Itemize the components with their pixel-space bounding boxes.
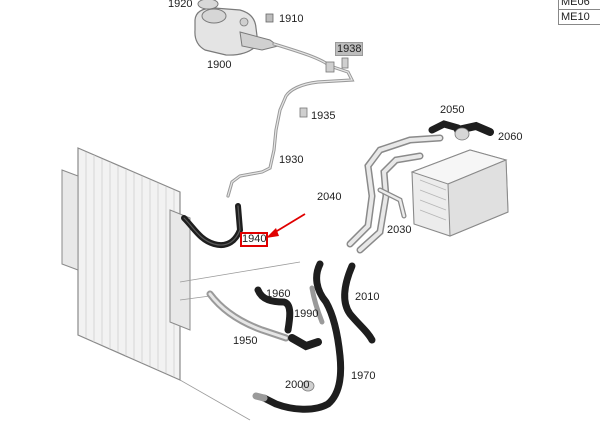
hose-1940 [181, 203, 244, 248]
highlight-box [240, 232, 268, 247]
label-1938: 1938 [335, 42, 364, 56]
label-1935: 1935 [311, 110, 335, 122]
label-1990: 1990 [294, 308, 318, 320]
radiator [61, 147, 191, 381]
label-1970: 1970 [351, 370, 375, 382]
label-1940: 1940 [242, 233, 267, 245]
hose-2010 [341, 262, 376, 344]
clip [325, 61, 335, 73]
clip-1938 [341, 57, 349, 69]
variant-code: ME10 [558, 9, 600, 25]
hose-1960 [254, 286, 294, 334]
leader-lines [179, 261, 301, 421]
label-2050: 2050 [440, 104, 464, 116]
hose-1970 [260, 260, 345, 413]
clamp-2000 [301, 380, 315, 392]
highlight-arrow [266, 213, 306, 238]
hose-connector [288, 334, 322, 351]
table-row: ME10 [558, 9, 600, 25]
label-1900: 1900 [207, 59, 231, 71]
label-1910: 1910 [279, 13, 303, 25]
pipe-bundle [346, 134, 444, 254]
label-1950: 1950 [233, 335, 257, 347]
hose-2050 [428, 120, 462, 134]
label-1920: 1920 [168, 0, 192, 10]
variant-table: ME06 ME10 [558, 0, 600, 25]
expansion-tank [194, 7, 280, 56]
label-1960: 1960 [266, 288, 290, 300]
label-2030: 2030 [387, 224, 411, 236]
label-2010: 2010 [355, 291, 379, 303]
heater-unit [410, 149, 509, 237]
clip-1935 [299, 107, 308, 118]
label-1930: 1930 [279, 154, 303, 166]
label-2040: 2040 [317, 191, 341, 203]
label-2000: 2000 [285, 379, 309, 391]
label-2060: 2060 [498, 131, 522, 143]
pipe-1990 [309, 285, 325, 325]
screw-1910 [265, 13, 274, 23]
tank-cap-1920 [197, 0, 219, 10]
